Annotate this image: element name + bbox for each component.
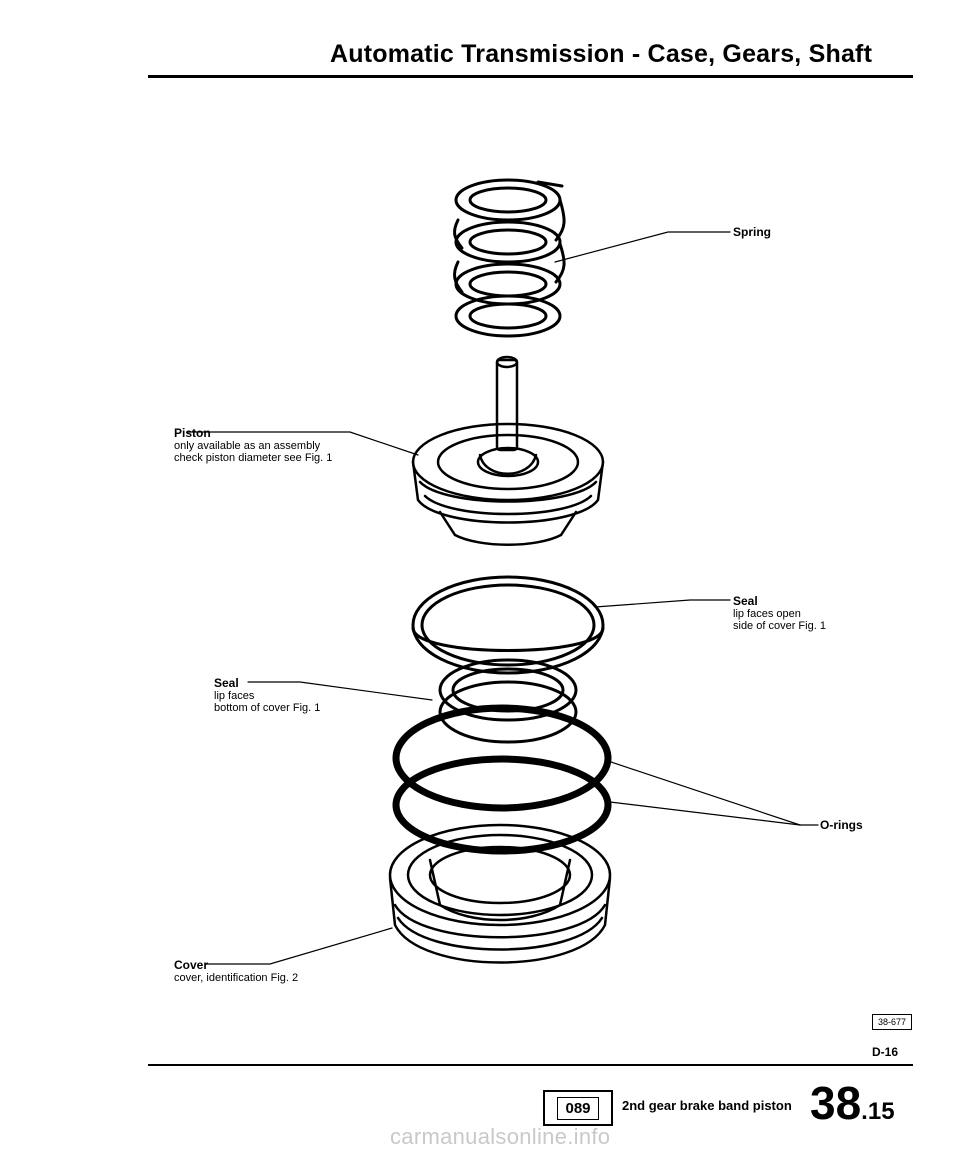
seal-lower-note-1: lip faces — [214, 690, 255, 702]
callout-o-rings: O-rings — [820, 818, 863, 832]
piston-label: Piston — [174, 426, 211, 440]
figure-reference: 38-677 — [872, 1014, 913, 1030]
model-code: 089 — [557, 1096, 599, 1120]
model-badge: 089 — [543, 1090, 613, 1126]
page-number-sub: .15 — [861, 1098, 895, 1125]
spring-label: Spring — [733, 225, 771, 239]
upper-seal-part — [411, 575, 605, 675]
page-number-main: 38 — [810, 1077, 862, 1129]
piston-note-2: check piston diameter see Fig. 1 — [174, 452, 333, 464]
piston-part — [411, 355, 605, 546]
o-rings-part — [392, 704, 612, 855]
header-rule — [148, 75, 913, 78]
seal-lower-label: Seal — [214, 676, 239, 690]
lower-seal-part — [438, 658, 578, 744]
seal-upper-note-2: side of cover Fig. 1 — [733, 620, 826, 632]
o-rings-label: O-rings — [820, 818, 863, 832]
leader-lines — [187, 231, 819, 965]
callout-seal-lower: Seal lip faces bottom of cover Fig. 1 — [214, 676, 320, 714]
callout-cover: Cover cover, identification Fig. 2 — [174, 958, 298, 984]
seal-upper-note-1: lip faces open — [733, 608, 801, 620]
piston-note-1: only available as an assembly — [174, 440, 321, 452]
cover-part — [388, 823, 612, 964]
seal-lower-note-2: bottom of cover Fig. 1 — [214, 702, 321, 714]
footer-caption: 2nd gear brake band piston — [622, 1098, 792, 1113]
seal-upper-label: Seal — [733, 594, 758, 608]
page-code: D-16 — [872, 1045, 899, 1059]
spring-part — [453, 178, 566, 338]
callout-piston: Piston only available as an assembly che… — [174, 426, 332, 464]
page-title: Automatic Transmission - Case, Gears, Sh… — [330, 40, 873, 68]
footer-rule — [148, 1064, 913, 1066]
watermark: carmanualsonline.info — [390, 1124, 611, 1149]
cover-label: Cover — [174, 958, 209, 972]
callout-spring: Spring — [733, 225, 771, 239]
cover-note-1: cover, identification Fig. 2 — [174, 972, 299, 984]
callout-seal-upper: Seal lip faces open side of cover Fig. 1 — [733, 594, 826, 632]
page-number: 38.15 — [810, 1078, 895, 1137]
